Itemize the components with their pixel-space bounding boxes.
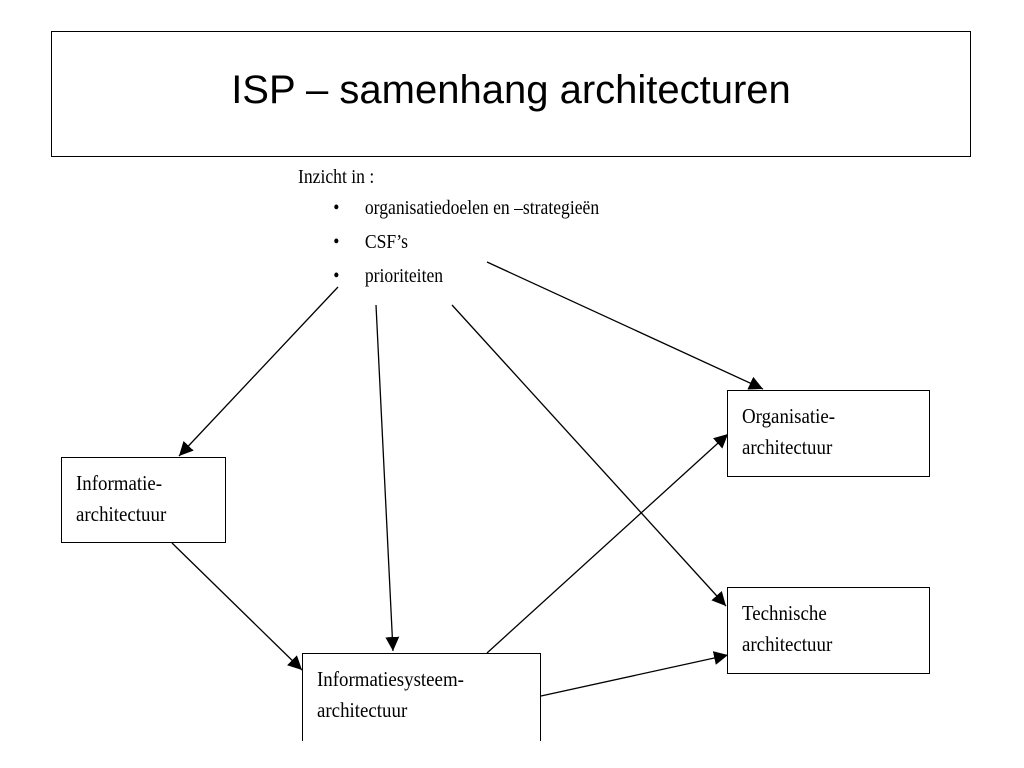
box-label-line1: Informatie-: [76, 471, 163, 495]
box-label-line1: Informatiesysteem-: [317, 667, 464, 691]
technical-architecture-box: Technische architectuur: [727, 587, 930, 674]
box-label-line2: architectuur: [317, 698, 408, 722]
bullet-icon: •: [333, 265, 340, 287]
box-label-line2: architectuur: [742, 632, 833, 656]
insight-item-label: CSF’s: [364, 231, 408, 253]
bullet-icon: •: [333, 197, 340, 219]
insight-item-label: organisatiedoelen en –strategieën: [364, 197, 600, 219]
arrow-csf-to-organisation: [486, 261, 764, 390]
insight-item-label: prioriteiten: [364, 265, 444, 287]
organisation-architecture-box: Organisatie- architectuur: [727, 390, 930, 477]
insight-item-csf: • CSF’s: [298, 226, 599, 260]
arrow-priorities-to-technical: [451, 304, 727, 607]
insight-list: • organisatiedoelen en –strategieën • CS…: [298, 192, 599, 294]
bullet-icon: •: [333, 231, 340, 253]
information-architecture-box: Informatie- architectuur: [61, 457, 226, 543]
arrow-information-to-information-system: [171, 542, 303, 671]
box-label-line1: Organisatie-: [742, 404, 836, 428]
box-label-line2: architectuur: [76, 502, 167, 526]
arrow-priorities-to-information: [178, 286, 339, 457]
arrow-information-system-to-technical: [540, 651, 729, 697]
information-system-architecture-box: Informatiesysteem- architectuur: [302, 653, 541, 741]
insight-block: Inzicht in : • organisatiedoelen en –str…: [298, 162, 599, 294]
title-box: ISP – samenhang architecturen: [51, 31, 971, 157]
insight-heading: Inzicht in :: [298, 166, 375, 188]
page-title: ISP – samenhang architecturen: [231, 67, 791, 112]
insight-item-goals: • organisatiedoelen en –strategieën: [298, 192, 599, 226]
arrow-priorities-to-information-system: [375, 304, 400, 652]
insight-item-priorities: • prioriteiten: [298, 260, 599, 294]
box-label-line2: architectuur: [742, 435, 833, 459]
arrow-information-system-to-organisation: [486, 433, 729, 654]
box-label-line1: Technische: [742, 601, 827, 625]
